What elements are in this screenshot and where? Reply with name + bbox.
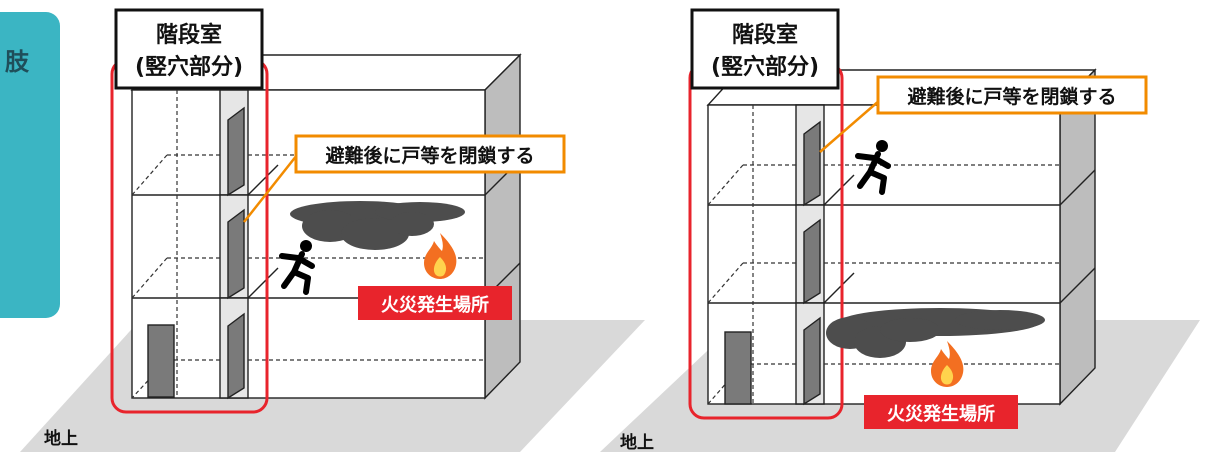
smoke-cloud-icon (826, 308, 1045, 358)
side-tab-background (0, 12, 60, 318)
callout-box: 避難後に戸等を閉鎖する (876, 75, 1148, 115)
building (706, 68, 1097, 406)
callout-leader (243, 154, 298, 223)
callout-leader (819, 99, 881, 153)
fire-tag-text: 火災発生場所 (887, 403, 995, 425)
fire-tag: 火災発生場所 (864, 395, 1018, 429)
callout-text: 避難後に戸等を閉鎖する (325, 144, 534, 167)
smoke-cloud-icon (290, 201, 465, 250)
side-tab-label: 肢 (5, 48, 30, 76)
stairwell-label: 階段室 (竪穴部分) (114, 8, 264, 90)
stairwell-label-line2: (竪穴部分) (135, 54, 243, 80)
left-panel: 階段室 (竪穴部分) 避難後に戸等を閉鎖する 火災発生場所 地上 (20, 8, 645, 452)
callout-box: 避難後に戸等を閉鎖する (294, 134, 566, 174)
callout-text: 避難後に戸等を閉鎖する (907, 85, 1116, 108)
stairwell-label-line1: 階段室 (156, 22, 222, 48)
stairwell-label: 階段室 (竪穴部分) (690, 8, 840, 90)
fire-tag: 火災発生場所 (358, 286, 512, 320)
stairwell-label-line2: (竪穴部分) (711, 54, 819, 80)
right-panel: 階段室 (竪穴部分) 避難後に戸等を閉鎖する 火災発生場所 地上 (600, 8, 1200, 453)
ground-label: 地上 (44, 428, 78, 449)
side-tab: 肢 (0, 12, 60, 318)
ground-label: 地上 (620, 432, 654, 453)
stairwell-label-line1: 階段室 (732, 22, 798, 48)
fire-tag-text: 火災発生場所 (381, 294, 489, 316)
